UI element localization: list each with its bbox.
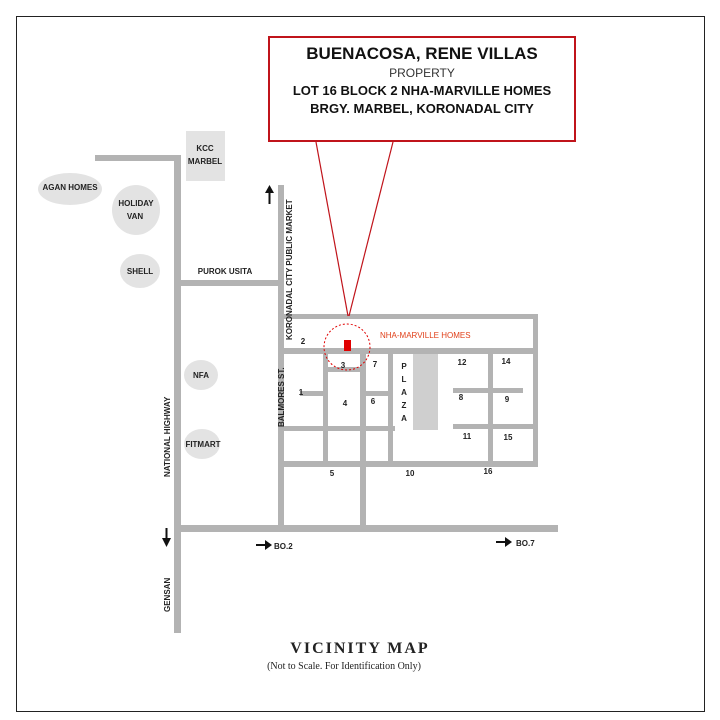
subdivision-label: NHA-MARVILLE HOMES bbox=[380, 331, 471, 340]
direction-arrows bbox=[162, 185, 512, 550]
nfa-shape bbox=[184, 360, 218, 390]
holiday-van-shape bbox=[112, 185, 160, 235]
road-national-highway bbox=[174, 155, 181, 633]
property-marker bbox=[344, 340, 351, 351]
property-highlight-circle bbox=[323, 323, 371, 371]
block-number: 10 bbox=[406, 469, 415, 478]
road-sub-right bbox=[533, 314, 538, 466]
map-title: VICINITY MAP bbox=[290, 640, 430, 657]
road-bo2-bo7 bbox=[178, 525, 558, 532]
block-number: 3 bbox=[341, 361, 346, 370]
plaza-block bbox=[413, 354, 438, 430]
barangay-address: BRGY. MARBEL, KORONADAL CITY bbox=[310, 101, 534, 116]
road-sub-vertical-c bbox=[488, 354, 493, 466]
map-frame bbox=[16, 16, 705, 712]
plaza-letter: P bbox=[401, 362, 407, 371]
road-top-left bbox=[95, 155, 178, 161]
block-number: 5 bbox=[330, 469, 335, 478]
plaza-letter: Z bbox=[402, 401, 407, 410]
road-sub-stub-c bbox=[453, 388, 488, 393]
agan-homes-label: AGAN HOMES bbox=[42, 183, 98, 192]
road-purok-usita bbox=[178, 280, 280, 286]
road-sub-top bbox=[280, 314, 538, 319]
property-type: PROPERTY bbox=[389, 66, 455, 80]
balmores-label: BALMORES ST. bbox=[277, 367, 286, 427]
holiday-label: HOLIDAY bbox=[118, 199, 154, 208]
arrow-up-icon bbox=[265, 185, 274, 204]
van-label: VAN bbox=[127, 212, 144, 221]
road-sub-vertical-a bbox=[323, 354, 328, 466]
block-number: 8 bbox=[459, 393, 464, 402]
national-highway-label: NATIONAL HIGHWAY bbox=[163, 396, 172, 477]
arrow-right-icon bbox=[256, 540, 272, 550]
road-sub-second bbox=[280, 348, 538, 354]
block-number: 2 bbox=[301, 337, 306, 346]
block-number: 11 bbox=[463, 432, 472, 441]
property-callout: BUENACOSA, RENE VILLAS PROPERTY LOT 16 B… bbox=[268, 36, 576, 142]
block-number: 15 bbox=[504, 433, 513, 442]
kcc-label-2: MARBEL bbox=[188, 157, 222, 166]
fitmart-label: FITMART bbox=[185, 440, 220, 449]
bo7-label: BO.7 bbox=[516, 539, 535, 548]
block-number: 4 bbox=[343, 399, 348, 408]
callout-pointer bbox=[315, 141, 394, 317]
block-number: 1 bbox=[299, 388, 304, 397]
road-sub-row-a bbox=[283, 426, 395, 431]
road-sub-bottom bbox=[280, 461, 538, 467]
kcc-marbel-building bbox=[186, 131, 225, 181]
block-number: 12 bbox=[458, 358, 467, 367]
road-sub-row-b bbox=[453, 424, 533, 429]
block-number: 6 bbox=[371, 397, 376, 406]
gensan-label: GENSAN bbox=[163, 578, 172, 612]
map-subtitle: (Not to Scale. For Identification Only) bbox=[267, 661, 421, 672]
shell-label: SHELL bbox=[127, 267, 153, 276]
road-sub-stub-a bbox=[300, 391, 325, 396]
plaza-letter: A bbox=[401, 388, 407, 397]
landmark-shapes bbox=[38, 131, 225, 459]
public-market-label: KORONADAL CITY PUBLIC MARKET bbox=[285, 199, 294, 340]
arrow-down-icon bbox=[162, 528, 171, 547]
road-sub-vertical-main bbox=[360, 354, 366, 529]
owner-name: BUENACOSA, RENE VILLAS bbox=[306, 44, 538, 63]
arrow-right-icon bbox=[496, 537, 512, 547]
block-number: 7 bbox=[373, 360, 378, 369]
block-number: 9 bbox=[505, 395, 510, 404]
agan-homes-shape bbox=[38, 173, 102, 205]
road-network bbox=[95, 155, 558, 633]
road-sub-stub-d bbox=[493, 388, 523, 393]
purok-usita-label: PUROK USITA bbox=[198, 267, 253, 276]
lot-description: LOT 16 BLOCK 2 NHA-MARVILLE HOMES bbox=[292, 83, 552, 98]
block-number: 16 bbox=[484, 467, 493, 476]
road-sub-stub-b bbox=[366, 391, 391, 396]
plaza-letter: L bbox=[402, 375, 407, 384]
nfa-label: NFA bbox=[193, 371, 209, 380]
kcc-label: KCC bbox=[196, 144, 214, 153]
bo2-label: BO.2 bbox=[274, 542, 293, 551]
fitmart-shape bbox=[184, 429, 220, 459]
shell-shape bbox=[120, 254, 160, 288]
block-number: 14 bbox=[502, 357, 511, 366]
road-sub-vertical-b bbox=[388, 354, 393, 466]
road-public-market bbox=[278, 185, 284, 530]
plaza-letter: A bbox=[401, 414, 407, 423]
